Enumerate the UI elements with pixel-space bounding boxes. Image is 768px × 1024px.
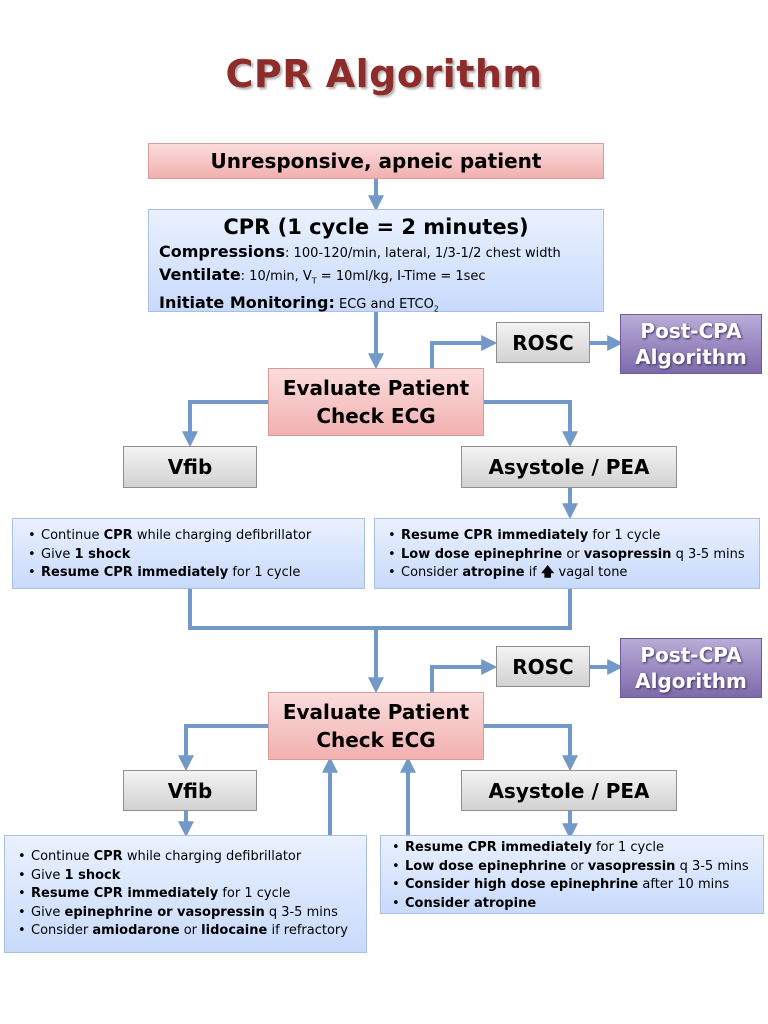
- evaluate-line1-1: Evaluate Patient: [282, 376, 470, 400]
- cpr-details: Compressions: 100-120/min, lateral, 1/3-…: [159, 241, 593, 319]
- cpr-ventilate-line: Ventilate: 10/min, VT = 10ml/kg, I-Time …: [159, 264, 593, 292]
- arrow-evaluate-rosc-2: [430, 659, 498, 692]
- rosc-label-1: ROSC: [512, 330, 574, 355]
- cpr-compressions-line: Compressions: 100-120/min, lateral, 1/3-…: [159, 241, 593, 264]
- monitoring-label: Initiate Monitoring:: [159, 292, 335, 312]
- vfib-steps-list-2: Continue CPR while charging defibrillato…: [9, 848, 364, 941]
- post-cpa-line1-1: Post-CPA: [640, 319, 742, 343]
- step-item: Continue CPR while charging defibrillato…: [18, 848, 364, 867]
- step-item: Low dose epinephrine or vasopressin q 3-…: [392, 858, 761, 877]
- vfib-label-2: Vfib: [167, 778, 213, 803]
- asystole-steps-box-1: Resume CPR immediately for 1 cycleLow do…: [374, 518, 760, 589]
- post-cpa-line1-2: Post-CPA: [640, 643, 742, 667]
- ventilate-sub: T: [311, 276, 317, 286]
- post-cpa-box-1: Post-CPA Algorithm: [620, 314, 762, 374]
- evaluate-line1-2: Evaluate Patient: [282, 700, 470, 724]
- step-item: Consider amiodarone or lidocaine if refr…: [18, 922, 364, 941]
- step-item: Give 1 shock: [18, 867, 364, 886]
- rosc-box-1: ROSC: [496, 322, 590, 363]
- arrow-evaluate-asystole-1: [484, 400, 578, 448]
- cpr-box: CPR (1 cycle = 2 minutes) Compressions: …: [148, 209, 604, 313]
- evaluate-box-2: Evaluate Patient Check ECG: [268, 692, 484, 760]
- step-item: Consider atropine if 🡅 vagal tone: [388, 564, 755, 583]
- post-cpa-box-2: Post-CPA Algorithm: [620, 638, 762, 698]
- cpr-heading: CPR (1 cycle = 2 minutes): [223, 215, 529, 239]
- evaluate-box-1: Evaluate Patient Check ECG: [268, 368, 484, 436]
- step-item: Resume CPR immediately for 1 cycle: [388, 527, 755, 546]
- compressions-label: Compressions: [159, 242, 286, 261]
- post-cpa-line2-1: Algorithm: [635, 345, 747, 369]
- evaluate-line2-2: Check ECG: [316, 728, 436, 752]
- ventilate-text2: = 10ml/kg, I-Time = 1sec: [316, 269, 486, 284]
- page-title: CPR Algorithm: [225, 52, 543, 96]
- arrow-evaluate-vfib-1: [182, 400, 268, 448]
- step-item: Continue CPR while charging defibrillato…: [28, 527, 360, 546]
- arrow-evaluate-vfib-2: [178, 724, 268, 772]
- asystole-steps-list-1: Resume CPR immediately for 1 cycleLow do…: [379, 527, 755, 583]
- start-box: Unresponsive, apneic patient: [148, 143, 604, 179]
- ventilate-text: : 10/min, V: [240, 269, 312, 284]
- step-item: Low dose epinephrine or vasopressin q 3-…: [388, 546, 755, 565]
- cpr-monitoring-line: Initiate Monitoring: ECG and ETCO2: [159, 292, 593, 320]
- step-item: Resume CPR immediately for 1 cycle: [18, 885, 364, 904]
- asystole-steps-box-2: Resume CPR immediately for 1 cycleLow do…: [380, 835, 764, 914]
- step-item: Resume CPR immediately for 1 cycle: [28, 564, 360, 583]
- rosc-label-2: ROSC: [512, 654, 574, 679]
- step-item: Consider atropine: [392, 895, 761, 914]
- vfib-steps-list-1: Continue CPR while charging defibrillato…: [19, 527, 360, 583]
- arrow-evaluate-asystole-2: [484, 724, 578, 772]
- step-item: Give 1 shock: [28, 546, 360, 565]
- asystole-box-2: Asystole / PEA: [461, 770, 677, 811]
- vfib-steps-box-2: Continue CPR while charging defibrillato…: [4, 835, 367, 953]
- start-label: Unresponsive, apneic patient: [210, 149, 542, 173]
- arrow-evaluate-rosc-1: [430, 335, 498, 368]
- asystole-steps-list-2: Resume CPR immediately for 1 cycleLow do…: [383, 839, 761, 913]
- step-item: Resume CPR immediately for 1 cycle: [392, 839, 761, 858]
- monitoring-sub: 2: [433, 304, 439, 314]
- vfib-label-1: Vfib: [167, 455, 213, 479]
- vfib-steps-box-1: Continue CPR while charging defibrillato…: [12, 518, 365, 589]
- evaluate-line2-1: Check ECG: [316, 404, 436, 428]
- asystole-box-1: Asystole / PEA: [461, 446, 677, 488]
- post-cpa-line2-2: Algorithm: [635, 669, 747, 693]
- step-item: Give epinephrine or vasopressin q 3-5 mi…: [18, 904, 364, 923]
- vfib-box-2: Vfib: [123, 770, 257, 811]
- rosc-box-2: ROSC: [496, 646, 590, 687]
- step-item: Consider high dose epinephrine after 10 …: [392, 876, 761, 895]
- asystole-label-1: Asystole / PEA: [488, 455, 650, 479]
- asystole-label-2: Asystole / PEA: [488, 778, 650, 803]
- compressions-text: : 100-120/min, lateral, 1/3-1/2 chest wi…: [285, 246, 561, 261]
- ventilate-label: Ventilate: [159, 265, 241, 284]
- merge-line: [188, 589, 572, 630]
- monitoring-text: ECG and ETCO: [334, 296, 434, 312]
- vfib-box-1: Vfib: [123, 446, 257, 488]
